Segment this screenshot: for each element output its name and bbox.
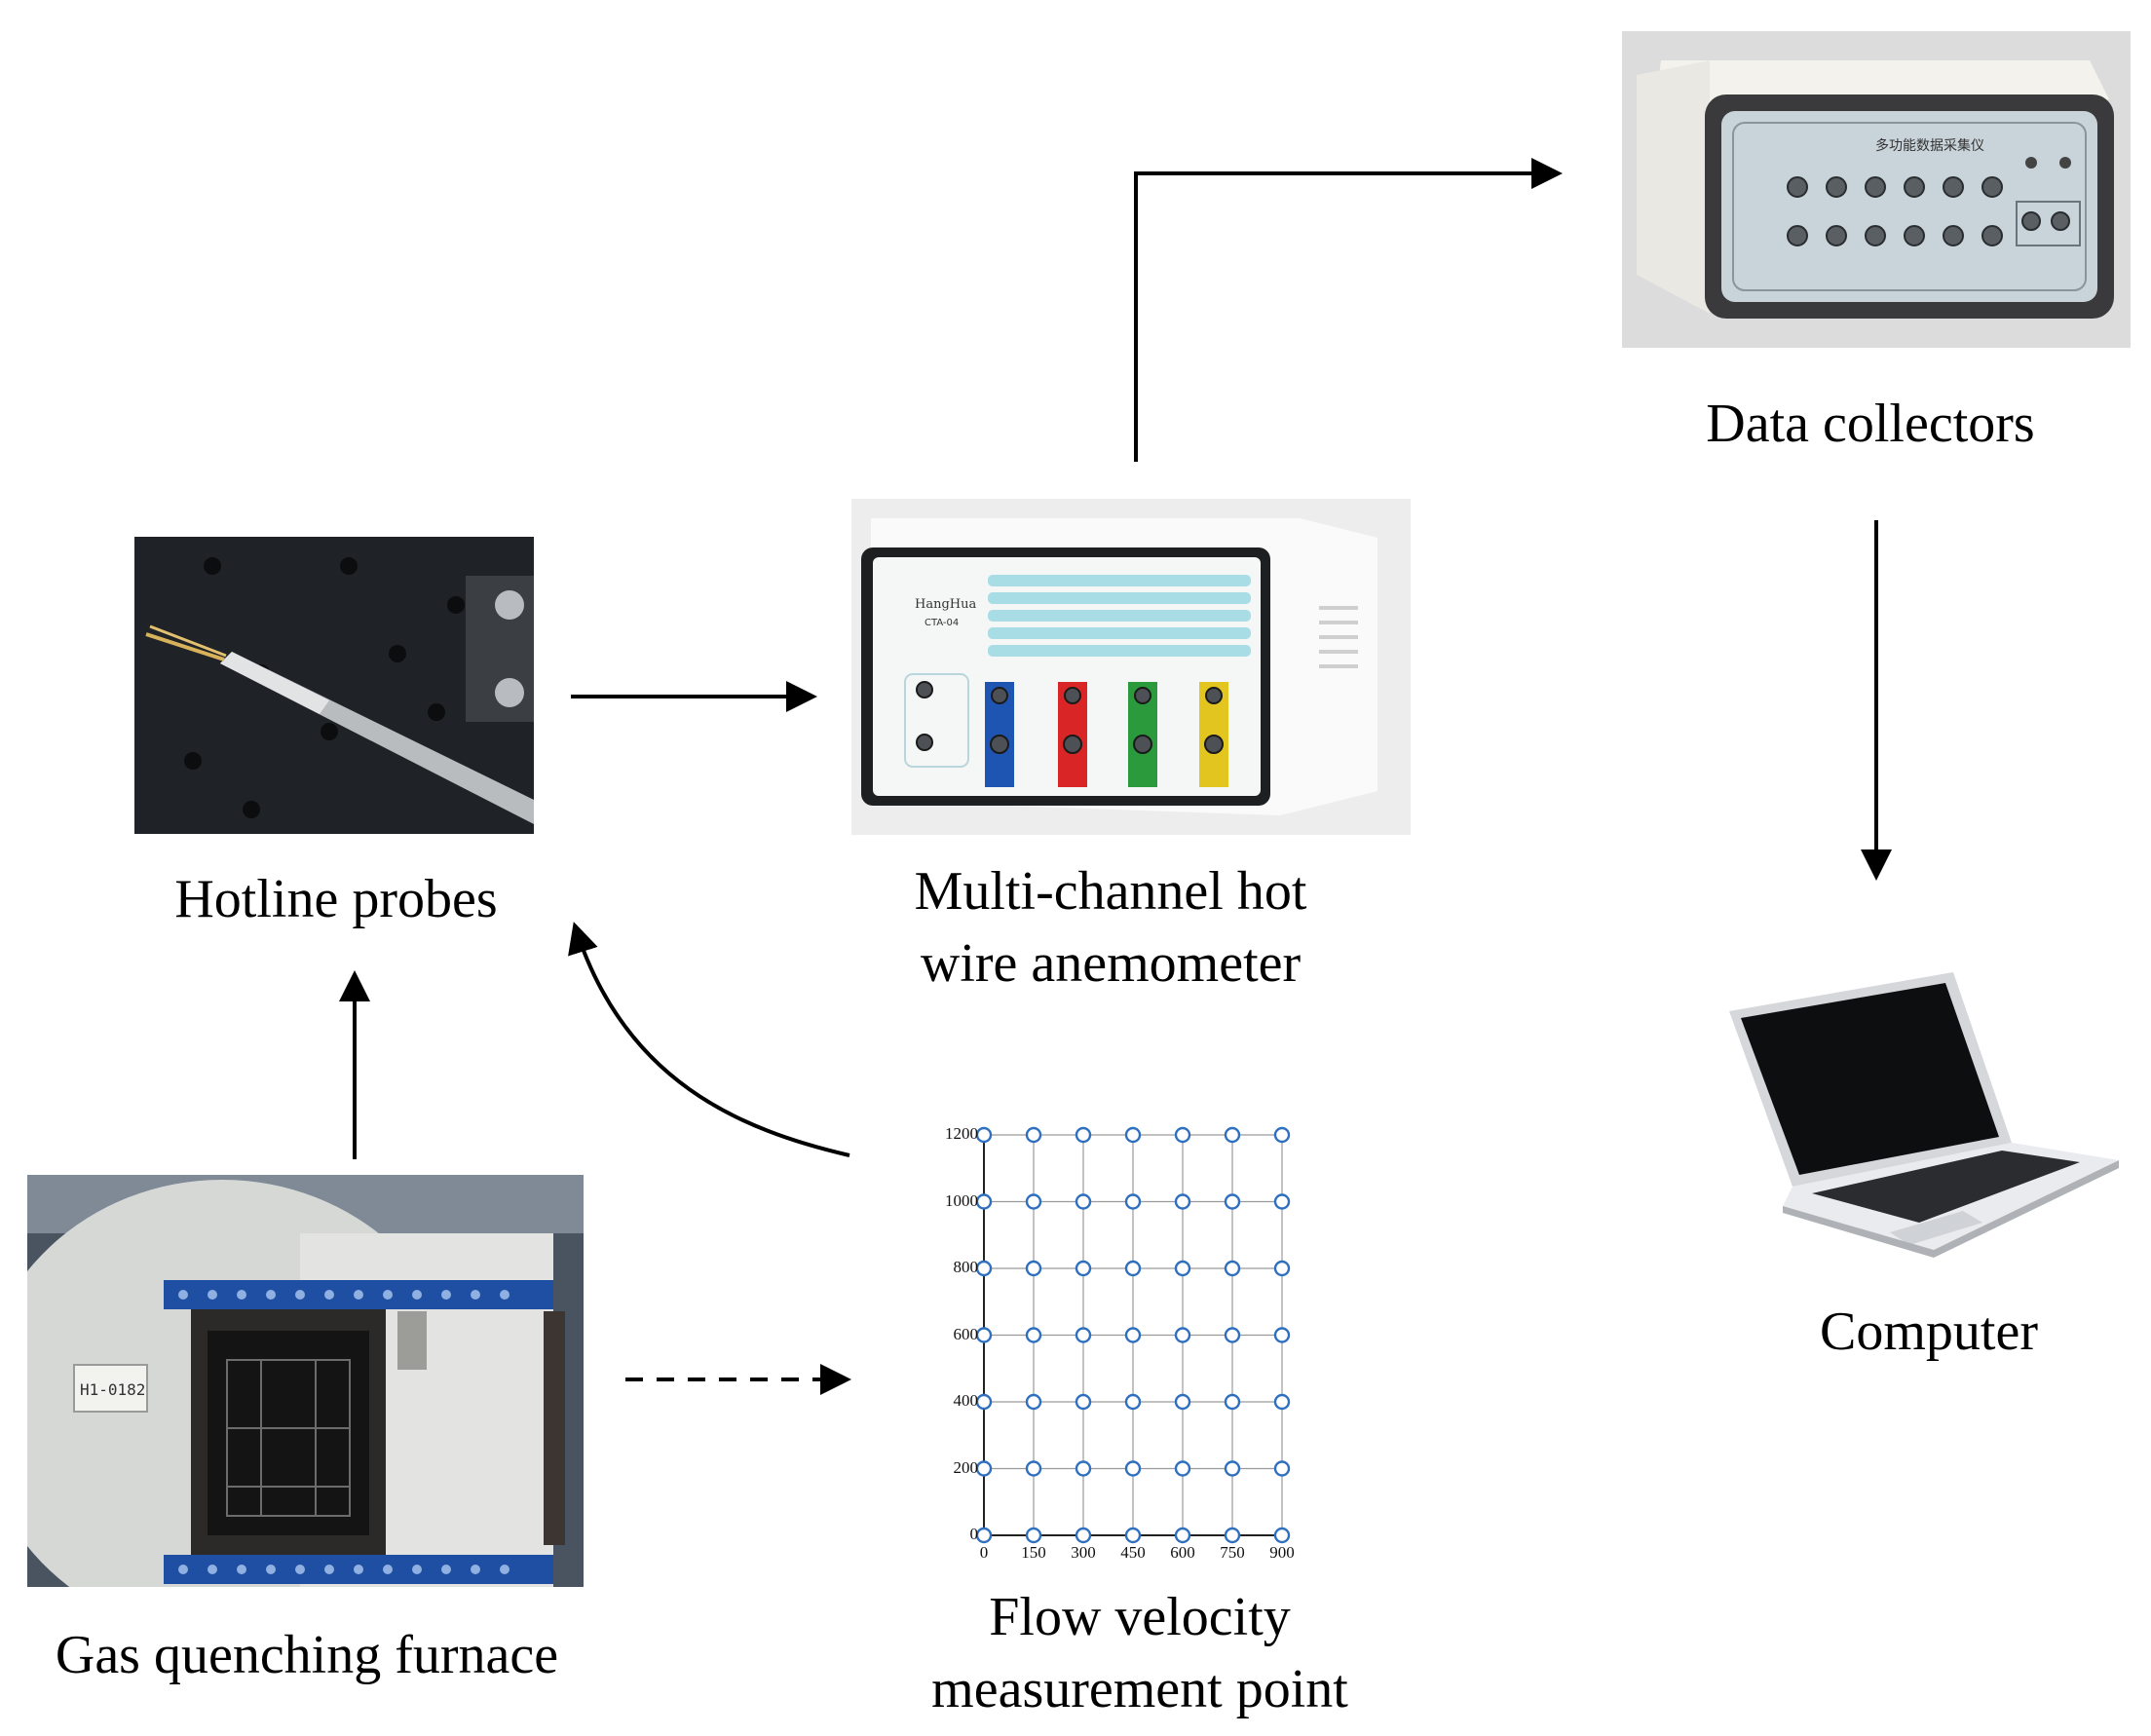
measurement-point (975, 1393, 993, 1411)
measurement-point (1224, 1327, 1241, 1343)
y-tick-label: 0 (969, 1525, 979, 1543)
measurement-point (1075, 1460, 1092, 1477)
measurement-point (1124, 1393, 1142, 1411)
x-tick-label: 750 (1220, 1543, 1245, 1562)
measurement-point (1075, 1193, 1092, 1210)
x-tick-label: 450 (1120, 1543, 1146, 1562)
measurement-point (1124, 1260, 1142, 1277)
measurement-point (1273, 1527, 1291, 1544)
svg-text:多功能数据采集仪: 多功能数据采集仪 (1875, 137, 1984, 154)
measurement-point (1174, 1126, 1191, 1144)
measurement-point (1224, 1126, 1241, 1144)
data-collectors-photo: 多功能数据采集仪 (1622, 31, 2131, 348)
measurement-point (975, 1527, 993, 1544)
measurement-point (1273, 1260, 1291, 1277)
measurement-point (1224, 1460, 1241, 1477)
x-tick-label: 600 (1170, 1543, 1195, 1562)
svg-text:HangHua: HangHua (915, 597, 976, 612)
measurement-point (1124, 1126, 1142, 1144)
y-tick-label: 600 (953, 1324, 979, 1343)
measurement-point (975, 1327, 993, 1343)
svg-text:H1-0182: H1-0182 (80, 1380, 145, 1399)
measurement-point (1273, 1393, 1291, 1411)
laptop-icon (1729, 972, 2119, 1258)
measurement-point (1224, 1260, 1241, 1277)
measurement-point (1273, 1460, 1291, 1477)
y-tick-label: 1000 (945, 1190, 978, 1210)
measurement-point (1174, 1260, 1191, 1277)
y-tick-label: 400 (953, 1391, 979, 1410)
svg-text:CTA-04: CTA-04 (925, 618, 959, 628)
measurement-grid-chart (975, 1126, 1291, 1544)
measurement-point (975, 1260, 993, 1277)
x-tick-label: 150 (1021, 1543, 1046, 1562)
hotline-probes-photo (134, 537, 534, 834)
measurement-point (1075, 1260, 1092, 1277)
furnace-label: Gas quenching furnace (55, 1625, 559, 1685)
measurement-point (1224, 1193, 1241, 1210)
measurement-point (1075, 1527, 1092, 1544)
measurement-label-line2: measurement point (931, 1659, 1348, 1719)
measurement-point (1025, 1327, 1042, 1343)
measurement-point (975, 1460, 993, 1477)
measurement-point (1025, 1393, 1042, 1411)
measurement-point (1124, 1460, 1142, 1477)
measurement-point (975, 1126, 993, 1144)
y-tick-label: 800 (953, 1258, 979, 1276)
measurement-point (1174, 1327, 1191, 1343)
measurement-point (1124, 1527, 1142, 1544)
measurement-point (1075, 1393, 1092, 1411)
measurement-point (1224, 1527, 1241, 1544)
arrow-anemometer-to-data-collectors (1134, 158, 1563, 462)
measurement-point (1025, 1460, 1042, 1477)
measurement-point (1075, 1126, 1092, 1144)
measurement-point (1174, 1460, 1191, 1477)
computer-label: Computer (1820, 1302, 2038, 1362)
x-tick-label: 900 (1269, 1543, 1295, 1562)
furnace-photo: H1-0182 (27, 1175, 584, 1587)
anemometer-photo: HangHua CTA-04 (851, 499, 1411, 835)
y-tick-label: 200 (953, 1457, 979, 1477)
measurement-label-line1: Flow velocity (989, 1587, 1291, 1647)
data-collectors-label: Data collectors (1706, 394, 2035, 454)
measurement-point (1273, 1327, 1291, 1343)
measurement-point (1224, 1393, 1241, 1411)
measurement-point (1075, 1327, 1092, 1343)
x-tick-label: 300 (1071, 1543, 1096, 1562)
measurement-point (1025, 1260, 1042, 1277)
measurement-point (1025, 1126, 1042, 1144)
measurement-point (1174, 1393, 1191, 1411)
hotline-probes-label: Hotline probes (174, 869, 498, 929)
measurement-point (1025, 1193, 1042, 1210)
arrow-measurement-to-probes (568, 922, 850, 1157)
measurement-point (1025, 1527, 1042, 1544)
measurement-point (1174, 1527, 1191, 1544)
measurement-point (1174, 1193, 1191, 1210)
measurement-point (1124, 1327, 1142, 1343)
anemometer-label-line2: wire anemometer (920, 933, 1302, 994)
measurement-point (975, 1193, 993, 1210)
measurement-point (1273, 1193, 1291, 1210)
measurement-point (1124, 1193, 1142, 1210)
anemometer-label-line1: Multi-channel hot (914, 861, 1307, 922)
measurement-point (1273, 1126, 1291, 1144)
y-tick-label: 1200 (945, 1124, 978, 1143)
x-tick-label: 0 (979, 1543, 989, 1562)
